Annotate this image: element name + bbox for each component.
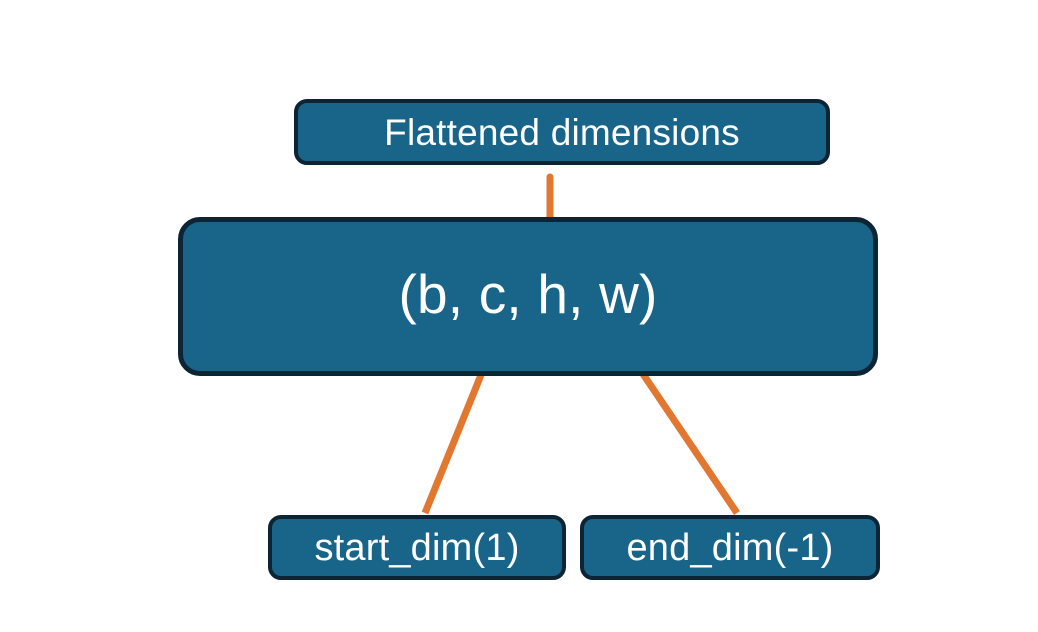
node-end-dim-label: end_dim(-1) bbox=[626, 526, 834, 569]
node-tensor-shape[interactable]: (b, c, h, w) bbox=[178, 217, 878, 376]
node-flattened-dimensions-label: Flattened dimensions bbox=[384, 111, 740, 153]
node-flattened-dimensions[interactable]: Flattened dimensions bbox=[294, 99, 830, 165]
node-start-dim-label: start_dim(1) bbox=[314, 526, 520, 569]
node-start-dim[interactable]: start_dim(1) bbox=[268, 515, 566, 580]
node-tensor-shape-label: (b, c, h, w) bbox=[398, 263, 658, 325]
node-end-dim[interactable]: end_dim(-1) bbox=[580, 515, 880, 580]
